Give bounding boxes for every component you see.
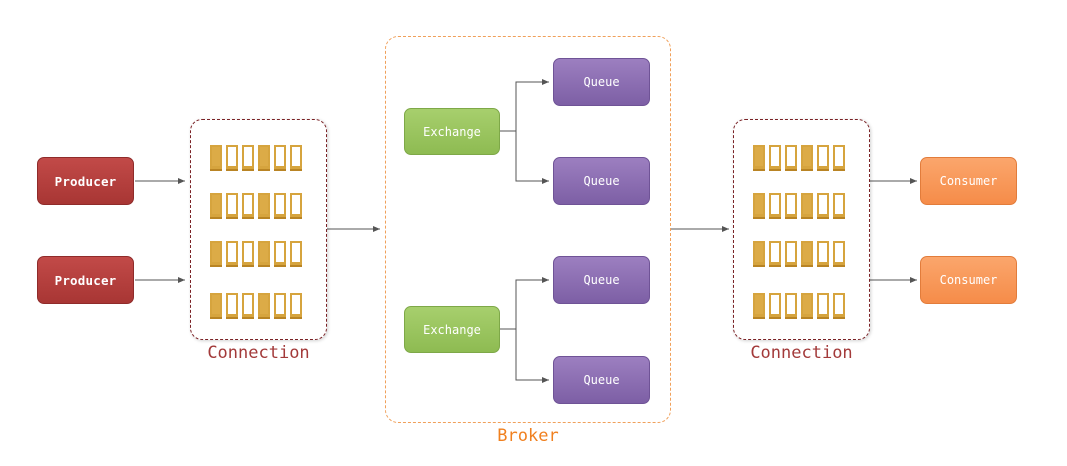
- channel-slot: [753, 293, 765, 319]
- channel-slot: [242, 293, 254, 319]
- channel-slot: [226, 241, 238, 267]
- channel-slot: [210, 193, 222, 219]
- channel-slot: [258, 241, 270, 267]
- connection-box-consumer-side: [733, 119, 870, 340]
- channel-slot: [833, 193, 845, 219]
- channel-slot: [290, 193, 302, 219]
- connection-label: Connection: [750, 343, 853, 363]
- channel-slot: [290, 145, 302, 171]
- channel-slot: [769, 241, 781, 267]
- channel-slot: [290, 241, 302, 267]
- queue-node: Queue: [553, 58, 650, 106]
- consumer-node: Consumer: [920, 256, 1017, 304]
- exchange-label: Exchange: [423, 322, 481, 337]
- channel-slot: [290, 293, 302, 319]
- queue-node: Queue: [553, 256, 650, 304]
- producer-label: Producer: [54, 272, 117, 288]
- consumer-label: Consumer: [939, 174, 998, 188]
- broker-box: [385, 36, 671, 423]
- channel-slot: [801, 145, 813, 171]
- channel-row: [753, 241, 853, 268]
- channel-slot: [833, 241, 845, 267]
- channel-slot: [801, 193, 813, 219]
- channel-slot: [769, 293, 781, 319]
- connection-label: Connection: [207, 343, 310, 363]
- channel-slot: [769, 193, 781, 219]
- queue-label: Queue: [583, 373, 620, 387]
- channel-slot: [833, 145, 845, 171]
- channel-slot: [817, 145, 829, 171]
- link-exchange1-queue1: [515, 79, 549, 131]
- producer-node: Producer: [37, 256, 134, 304]
- channel-slot: [226, 193, 238, 219]
- channel-slot: [817, 293, 829, 319]
- link-exchange2-queue3: [515, 277, 549, 329]
- queue-label: Queue: [583, 75, 620, 89]
- connection-box-producer-side: [190, 119, 327, 340]
- channel-slot: [210, 241, 222, 267]
- channel-row: [210, 193, 310, 220]
- channel-slot: [274, 145, 286, 171]
- broker-label: Broker: [497, 426, 559, 446]
- channel-slot: [817, 193, 829, 219]
- channel-slot: [258, 145, 270, 171]
- exchange-node: Exchange: [404, 306, 500, 353]
- channel-slot: [242, 145, 254, 171]
- channel-row: [753, 145, 853, 172]
- channel-slot: [753, 145, 765, 171]
- queue-label: Queue: [583, 273, 620, 287]
- channel-slot: [242, 193, 254, 219]
- link-exchange1-queue2: [515, 131, 549, 184]
- channel-row: [753, 293, 853, 320]
- channel-slot: [210, 293, 222, 319]
- channel-slot: [274, 193, 286, 219]
- producer-node: Producer: [37, 157, 134, 205]
- channel-slot: [801, 241, 813, 267]
- queue-node: Queue: [553, 356, 650, 404]
- channel-slot: [817, 241, 829, 267]
- exchange-node: Exchange: [404, 108, 500, 155]
- channel-slot: [274, 241, 286, 267]
- queue-label: Queue: [583, 174, 620, 188]
- channel-slot: [785, 145, 797, 171]
- consumer-label: Consumer: [939, 273, 998, 287]
- channel-slot: [833, 293, 845, 319]
- channel-row: [753, 193, 853, 220]
- channel-slot: [226, 145, 238, 171]
- exchange-label: Exchange: [423, 124, 481, 139]
- channel-slot: [242, 241, 254, 267]
- channel-slot: [801, 293, 813, 319]
- channel-slot: [785, 293, 797, 319]
- producer-label: Producer: [54, 173, 117, 189]
- channel-row: [210, 241, 310, 268]
- channel-slot: [785, 241, 797, 267]
- consumer-node: Consumer: [920, 157, 1017, 205]
- channel-slot: [753, 193, 765, 219]
- channel-slot: [258, 193, 270, 219]
- queue-node: Queue: [553, 157, 650, 205]
- channel-slot: [785, 193, 797, 219]
- channel-slot: [258, 293, 270, 319]
- channel-row: [210, 145, 310, 172]
- channel-slot: [769, 145, 781, 171]
- link-exchange2-queue4: [515, 329, 549, 383]
- channel-slot: [226, 293, 238, 319]
- channel-slot: [274, 293, 286, 319]
- channel-row: [210, 293, 310, 320]
- channel-slot: [210, 145, 222, 171]
- channel-slot: [753, 241, 765, 267]
